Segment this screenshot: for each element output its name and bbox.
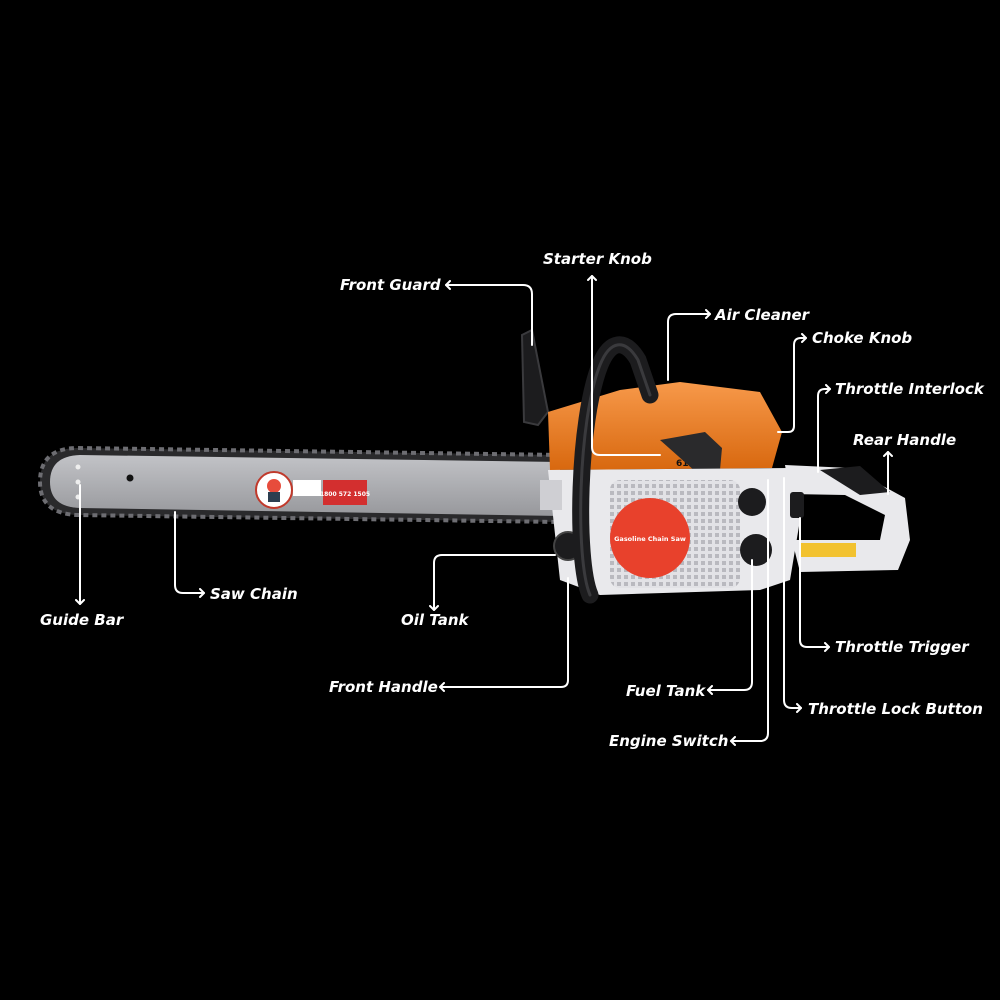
label-fuel-tank: Fuel Tank	[626, 682, 706, 700]
leader-front-guard	[445, 280, 533, 346]
leader-throttle-lock-button	[783, 477, 802, 713]
label-engine-switch: Engine Switch	[609, 732, 728, 750]
leader-throttle-trigger	[799, 517, 830, 652]
label-throttle-lock-button: Throttle Lock Button	[808, 700, 983, 718]
warning-label	[800, 543, 856, 557]
chainsaw-illustration: 1800 572 1505 61 Gasoline Chain Saw	[37, 328, 910, 604]
cover-code: 61	[676, 459, 689, 469]
fuel-cap-lower	[740, 534, 772, 566]
label-throttle-trigger: Throttle Trigger	[835, 638, 970, 656]
leader-engine-switch	[730, 479, 769, 746]
part-labels: Starter Knob Front Guard Air Cleaner Cho…	[40, 250, 985, 750]
label-air-cleaner: Air Cleaner	[714, 306, 811, 324]
bar-sticker: 1800 572 1505	[255, 471, 370, 509]
label-oil-tank: Oil Tank	[401, 611, 470, 629]
leader-throttle-interlock	[817, 384, 831, 473]
housing-badge: Gasoline Chain Saw	[614, 535, 686, 543]
leader-front-handle	[439, 577, 569, 692]
label-guide-bar: Guide Bar	[40, 611, 125, 629]
bar-phone: 1800 572 1505	[320, 491, 370, 498]
air-cleaner-cover	[548, 382, 782, 470]
front-guard	[520, 328, 550, 427]
label-rear-handle: Rear Handle	[853, 431, 956, 449]
label-front-handle: Front Handle	[329, 678, 438, 696]
housing-badge-disc	[610, 498, 690, 578]
label-saw-chain: Saw Chain	[210, 585, 298, 603]
leader-lines	[75, 275, 893, 746]
leader-oil-tank	[429, 554, 556, 611]
leader-starter-knob	[587, 275, 661, 456]
leader-fuel-tank	[707, 559, 753, 695]
label-choke-knob: Choke Knob	[812, 329, 912, 347]
label-throttle-interlock: Throttle Interlock	[835, 380, 985, 398]
label-starter-knob: Starter Knob	[543, 250, 652, 268]
leader-saw-chain	[174, 511, 205, 598]
fuel-cap-upper	[738, 488, 766, 516]
leader-choke-knob	[777, 333, 807, 433]
leader-air-cleaner	[667, 309, 711, 381]
label-front-guard: Front Guard	[340, 276, 441, 294]
